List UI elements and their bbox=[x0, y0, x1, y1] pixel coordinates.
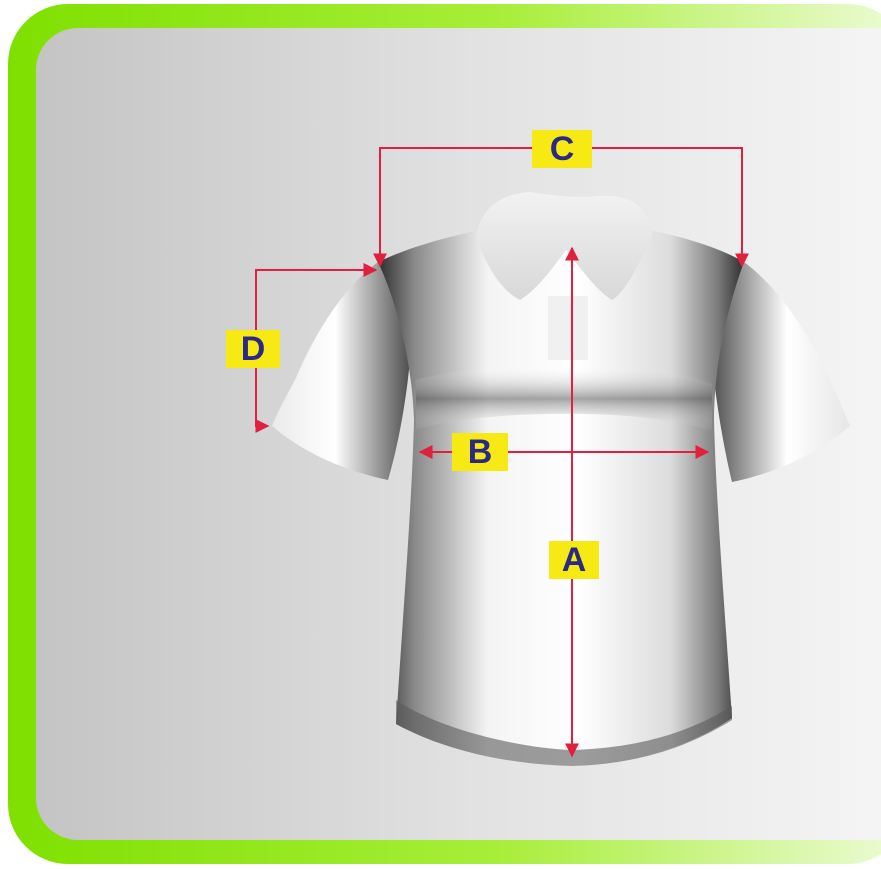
placket bbox=[548, 296, 588, 360]
measure-a-label: A bbox=[549, 541, 599, 579]
measure-c-label: C bbox=[532, 130, 592, 168]
measure-d-label: D bbox=[226, 330, 280, 368]
measure-b-label: B bbox=[452, 433, 508, 471]
